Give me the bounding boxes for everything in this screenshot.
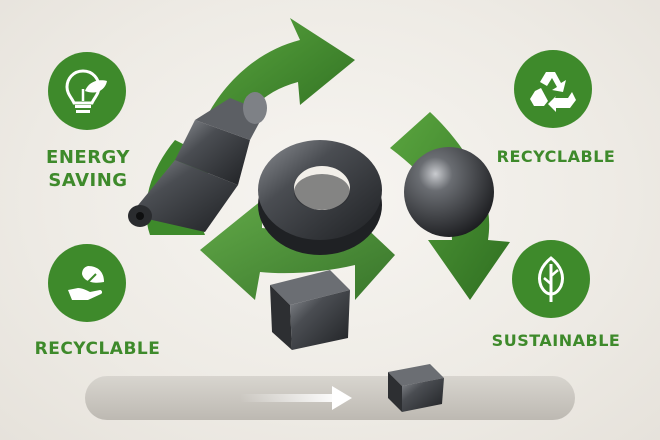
recyclable-top-badge (514, 50, 592, 128)
track-cube (388, 364, 444, 412)
ring-part (258, 140, 382, 255)
recycle-arrow-top (205, 18, 355, 130)
energy-label-line-2: SAVING (48, 170, 128, 191)
nozzle-part (128, 92, 267, 232)
recycle-arrows-icon (530, 72, 576, 112)
sustainable-label: SUSTAINABLE (491, 331, 621, 350)
sustainable-badge (512, 240, 590, 318)
conveyor-track (85, 364, 575, 420)
recyclable-bottom-badge (48, 244, 126, 322)
recyclable-bottom-label: RECYCLABLE (34, 339, 161, 359)
cube-part (270, 270, 350, 350)
energy-label-line-1: ENERGY (46, 147, 130, 168)
lightbulb-leaf-icon (65, 69, 107, 113)
leaf-icon (537, 256, 565, 302)
leaf-hand-icon (68, 266, 104, 300)
energy-saving-label: ENERGY SAVING (38, 146, 138, 192)
recyclable-top-label: RECYCLABLE (496, 147, 616, 166)
ball-part (404, 147, 494, 237)
energy-badge (48, 52, 126, 130)
